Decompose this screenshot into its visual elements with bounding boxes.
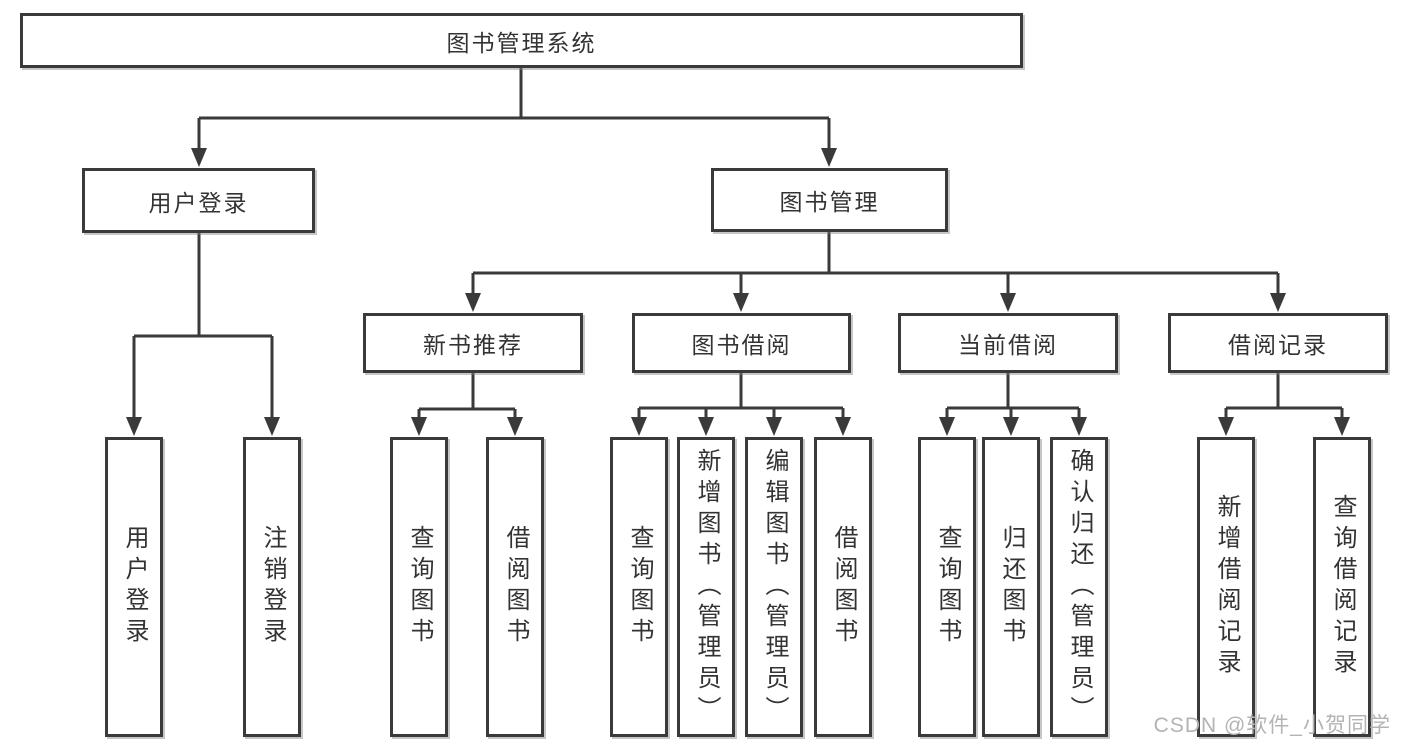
node-root-system: 图书管理系统 bbox=[20, 13, 1023, 68]
connector-book-mgmt-to-level3 bbox=[465, 232, 1286, 312]
leaf-label: 查询借阅记录 bbox=[1329, 494, 1356, 680]
csdn-watermark: CSDN @软件_小贺同学 bbox=[1153, 714, 1391, 737]
node-borrow-records: 借阅记录 bbox=[1168, 313, 1388, 373]
node-new-book-recommend: 新书推荐 bbox=[363, 313, 583, 373]
leaf-borrow-books: 借阅图书 bbox=[486, 437, 544, 737]
leaf-add-books-admin: 新增图书（管理员） bbox=[677, 437, 735, 737]
leaf-borrow-books: 借阅图书 bbox=[814, 437, 872, 737]
node-label: 当前借阅 bbox=[958, 332, 1058, 358]
node-current-borrow: 当前借阅 bbox=[898, 313, 1118, 373]
leaf-return-books: 归还图书 bbox=[982, 437, 1040, 737]
node-book-borrow: 图书借阅 bbox=[632, 313, 851, 373]
leaf-query-books: 查询图书 bbox=[610, 437, 668, 737]
leaf-label: 归还图书 bbox=[998, 525, 1025, 649]
leaf-label: 确认归还（管理员） bbox=[1066, 447, 1093, 727]
connector-current-borrow-children bbox=[939, 373, 1087, 436]
leaf-label: 查询图书 bbox=[406, 525, 433, 649]
leaf-label: 新增图书（管理员） bbox=[693, 447, 720, 727]
leaf-user-login: 用户登录 bbox=[105, 437, 163, 737]
node-label: 图书借阅 bbox=[691, 332, 792, 358]
leaf-query-books: 查询图书 bbox=[918, 437, 976, 737]
leaf-label: 用户登录 bbox=[121, 525, 148, 649]
node-label: 图书管理 bbox=[779, 189, 880, 215]
leaf-label: 借阅图书 bbox=[502, 525, 529, 649]
node-label: 新书推荐 bbox=[423, 332, 523, 358]
leaf-label: 查询图书 bbox=[934, 525, 961, 649]
leaf-label: 新增借阅记录 bbox=[1213, 494, 1240, 680]
leaf-label: 注销登录 bbox=[259, 525, 286, 649]
leaf-confirm-return-admin: 确认归还（管理员） bbox=[1050, 437, 1108, 737]
connector-user-login-children bbox=[126, 233, 280, 436]
leaf-edit-books-admin: 编辑图书（管理员） bbox=[745, 437, 803, 737]
connector-new-book-rec-children bbox=[411, 373, 523, 436]
connector-book-borrow-children bbox=[631, 373, 851, 436]
leaf-label: 编辑图书（管理员） bbox=[761, 447, 788, 727]
node-user-login-branch: 用户登录 bbox=[82, 168, 315, 233]
leaf-logout: 注销登录 bbox=[243, 437, 301, 737]
node-book-management-branch: 图书管理 bbox=[711, 168, 948, 232]
node-label: 借阅记录 bbox=[1228, 332, 1328, 358]
leaf-query-borrow-record: 查询借阅记录 bbox=[1313, 437, 1371, 737]
node-label: 用户登录 bbox=[148, 189, 249, 216]
leaf-label: 借阅图书 bbox=[830, 525, 857, 649]
connector-borrow-records-children bbox=[1218, 373, 1350, 436]
leaf-query-books: 查询图书 bbox=[390, 437, 448, 737]
leaf-label: 查询图书 bbox=[626, 525, 653, 649]
connector-root-to-level2 bbox=[191, 68, 837, 167]
leaf-add-borrow-record: 新增借阅记录 bbox=[1197, 437, 1255, 737]
node-root-label: 图书管理系统 bbox=[446, 29, 597, 56]
